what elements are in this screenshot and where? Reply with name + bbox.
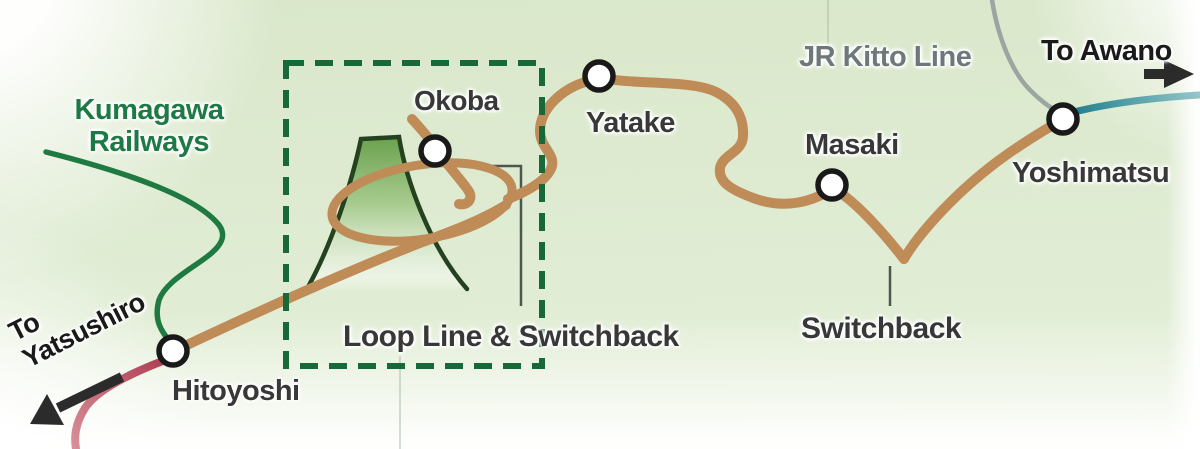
station-marker-hitoyoshi bbox=[156, 334, 190, 368]
mountain-outline bbox=[305, 134, 470, 292]
station-marker-yoshimatsu bbox=[1046, 102, 1080, 136]
station-label-yatake: Yatake bbox=[586, 107, 675, 139]
loop-region-label: Loop Line & Switchback bbox=[343, 320, 679, 353]
kumagawa-railways-label: Kumagawa Railways bbox=[58, 94, 240, 159]
jr-kitto-line-label: JR Kitto Line bbox=[799, 41, 972, 73]
switchback-branch-up bbox=[899, 116, 1065, 264]
awano-line bbox=[1066, 91, 1200, 117]
station-label-masaki: Masaki bbox=[805, 129, 899, 161]
main-line-yatake-masaki bbox=[594, 73, 838, 209]
jr-kitto-line bbox=[989, 0, 1060, 114]
loop-region-box bbox=[283, 60, 545, 369]
to-awano-label: To Awano bbox=[1041, 35, 1172, 67]
switchback-branch-down bbox=[828, 183, 909, 264]
kumagawa-railways-line2: Railways bbox=[88, 126, 210, 159]
east-arrow-icon bbox=[1144, 60, 1194, 88]
station-marker-yatake bbox=[582, 59, 616, 93]
station-label-hitoyoshi: Hitoyoshi bbox=[172, 375, 300, 407]
station-label-okoba: Okoba bbox=[414, 85, 499, 116]
kumagawa-line bbox=[43, 149, 226, 346]
southwest-arrow-icon bbox=[30, 372, 125, 425]
station-marker-okoba bbox=[418, 134, 452, 168]
loop-line bbox=[327, 158, 517, 246]
yatsushiro-line bbox=[71, 355, 172, 449]
switchback-label: Switchback bbox=[801, 312, 962, 345]
mountain-fill bbox=[308, 137, 467, 291]
station-markers bbox=[156, 59, 1080, 368]
kumagawa-railways-line1: Kumagawa bbox=[74, 94, 224, 126]
station-marker-masaki bbox=[815, 168, 849, 202]
station-label-yoshimatsu: Yoshimatsu bbox=[1012, 157, 1170, 189]
